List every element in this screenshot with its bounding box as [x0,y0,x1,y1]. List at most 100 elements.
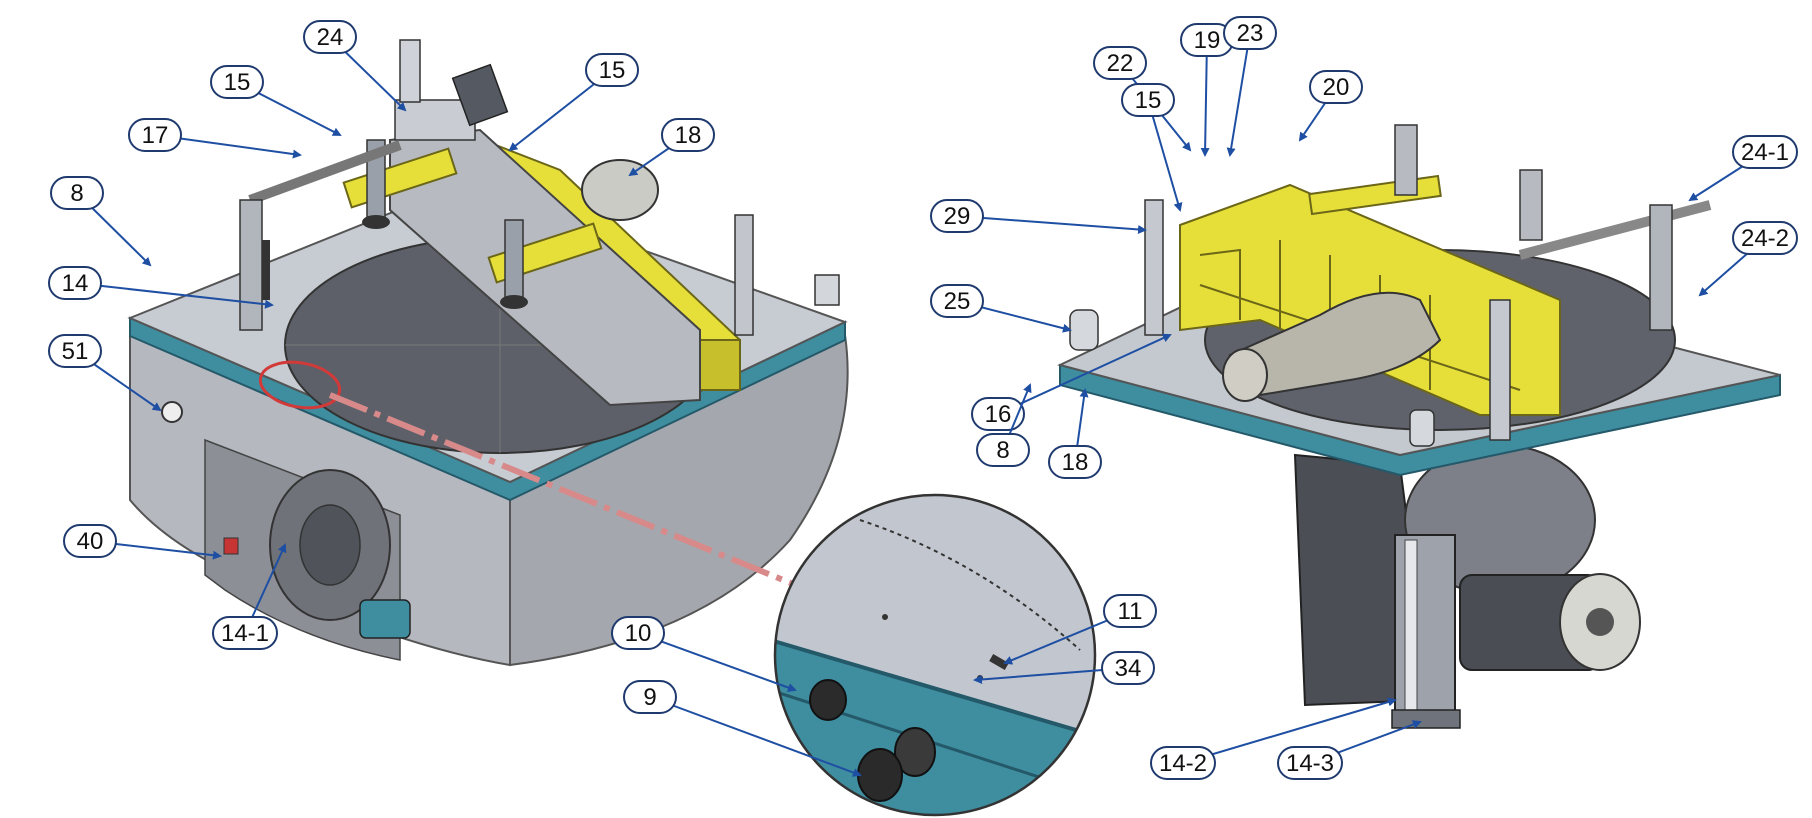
callout-right-18: 18 [1048,388,1102,479]
callout-label: 24-1 [1741,139,1789,166]
callout-leader [1147,99,1183,212]
callout-bubble [1732,221,1798,255]
left-red-switch [223,537,239,555]
callout-left-51: 51 [48,334,162,412]
callout-left-15: 15 [210,65,342,136]
callout-left-40: 40 [63,524,222,560]
callout-right-19: 19 [1180,23,1234,157]
left-gauge [161,401,183,423]
callout-left-14-1: 14-1 [212,543,287,650]
callout-bubble [611,616,665,650]
callout-bubble [1309,70,1363,104]
callout-label: 20 [1323,74,1350,101]
callout-label: 51 [62,338,89,365]
callout-bubble [930,284,984,318]
callout-label: 15 [599,57,626,84]
left-clamp-b [487,219,603,309]
callout-label: 9 [643,684,656,711]
callout-label: 11 [1118,598,1143,625]
callout-bubble [212,616,278,650]
callout-bubble [585,53,639,87]
callout-leader [956,215,1147,234]
callout-leader [1200,39,1210,157]
callout-bubble [1277,746,1343,780]
callout-bubble [303,20,357,54]
detail-bolt-9b [857,748,903,802]
callout-right-24-1: 24-1 [1688,135,1798,202]
callout-label: 18 [675,122,702,149]
callout-label: 24-2 [1741,225,1789,252]
callout-label: 14-1 [221,620,269,647]
callout-bubble [976,433,1030,467]
detail-frame [773,493,1097,817]
callout-right-16: 16 [971,333,1172,431]
detail-highlight-ring [258,360,342,410]
callout-label: 10 [625,620,652,647]
callout-left-15: 15 [508,53,639,152]
callout-label: 18 [1062,449,1089,476]
callout-leader [637,632,797,692]
left-pneumatic-cylinder [734,214,754,336]
callout-detail-10: 10 [611,616,797,692]
callout-leader [1182,697,1397,764]
callout-label: 40 [77,528,104,555]
right-top-clamp [1308,174,1442,216]
callout-label: 29 [944,203,971,230]
callout-bubble [1223,16,1277,50]
callout-right-14-2: 14-2 [1150,697,1397,780]
right-hinge [1069,309,1099,351]
callout-right-15: 15 [1121,83,1183,212]
callout-bubble [661,118,715,152]
callout-bubble [623,680,677,714]
left-machine-view [127,39,849,667]
callout-right-14-3: 14-3 [1277,720,1422,780]
callout-label: 19 [1194,27,1221,54]
callout-label: 34 [1115,655,1142,682]
callout-bubble [63,524,117,558]
callout-bubble [48,266,102,300]
callout-label: 15 [1135,87,1162,114]
callout-bubble [971,397,1025,431]
callout-label: 23 [1237,20,1264,47]
callout-bubble [930,199,984,233]
callout-right-8: 8 [976,383,1032,467]
callout-label: 16 [985,401,1012,428]
right-machine-view [1057,124,1781,729]
left-housing-side [509,333,849,667]
detail-bolt-9a [894,727,936,777]
callout-bubble [1103,594,1157,628]
callout-detail-11: 11 [1003,594,1157,665]
callout-detail-9: 9 [623,680,862,777]
callout-bubble [1121,83,1175,117]
callout-label: 25 [944,288,971,315]
right-duct [1228,291,1442,397]
callout-bubble [1150,746,1216,780]
callout-label: 22 [1107,50,1134,77]
callout-right-20: 20 [1298,70,1363,142]
callout-detail-34: 34 [973,651,1155,685]
callout-label: 14-3 [1286,750,1334,777]
callout-right-29: 29 [930,199,1147,234]
callout-label: 24 [317,24,344,51]
callout-bubble [50,176,104,210]
callout-bubble [48,334,102,368]
callout-bubble [210,65,264,99]
callout-left-18: 18 [628,118,715,177]
callout-bubble [1101,651,1155,685]
callout-leader [997,333,1172,415]
callout-label: 8 [70,180,83,207]
callout-right-24-2: 24-2 [1698,221,1798,297]
callout-left-17: 17 [128,118,302,159]
callout-bubble [1732,135,1798,169]
detail-view [773,493,1097,817]
left-motor [581,159,659,221]
callout-label: 15 [224,69,251,96]
right-guide-rod [1518,200,1712,260]
left-guide-rod [248,140,402,205]
callout-bubble [1048,445,1102,479]
right-cylinder-front [1489,299,1511,441]
callout-right-25: 25 [930,284,1072,333]
